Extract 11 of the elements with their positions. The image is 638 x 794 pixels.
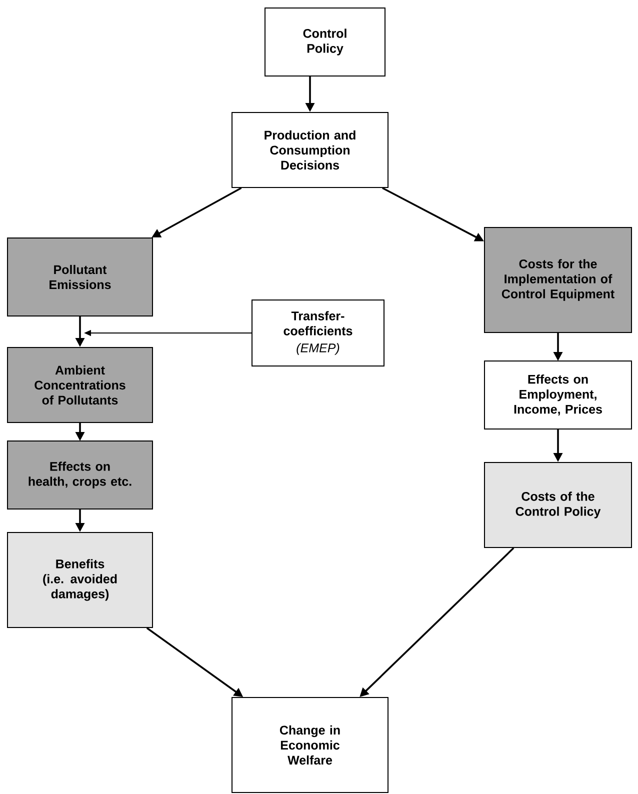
process-box: Control Policy [264, 8, 386, 76]
result-box: Costs of the Control Policy [484, 462, 632, 548]
process-box: Change in Economic Welfare [232, 697, 388, 793]
process-box: Effects on Employment, Income, Prices [484, 360, 632, 430]
process-box: Transfer-coefficients (EMEP) [252, 300, 384, 366]
process-box: Production and Consumption Decisions [232, 112, 388, 188]
process-box: Pollutant Emissions [7, 238, 153, 316]
result-box: Benefits (i.e. avoided damages) [7, 532, 153, 628]
process-box: Costs for the Implementation of Control Equipment [484, 227, 632, 333]
process-box: Ambient Concentrations of Pollutants [7, 347, 153, 423]
process-box: Effects on health, crops etc. [7, 440, 153, 510]
